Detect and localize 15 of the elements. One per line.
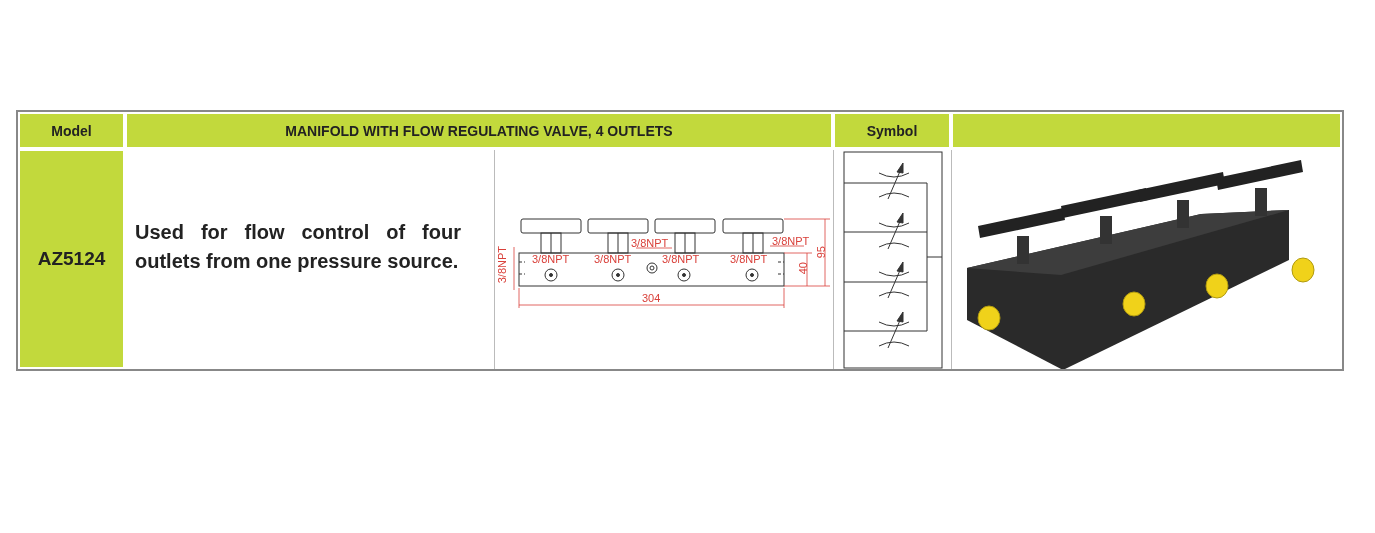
port-size-label: 3/8NPT	[594, 254, 632, 265]
column-header: MANIFOLD WITH FLOW REGULATING VALVE, 4 OUTLETS	[125, 112, 833, 149]
port-size-label: 3/8NPT	[497, 246, 508, 284]
column-header: Model	[18, 112, 125, 149]
dimension-label: 95	[816, 246, 827, 259]
port-size-label: 3/8NPT	[772, 236, 810, 247]
port-size-label: 3/8NPT	[662, 254, 700, 265]
port-size-label: 3/8NPT	[532, 254, 570, 265]
column-header: Symbol	[833, 112, 951, 149]
dimension-label: 304	[642, 293, 661, 304]
model-number: AZ5124	[18, 149, 125, 369]
port-size-label: 3/8NPT	[730, 254, 768, 265]
dimension-label: 40	[798, 262, 809, 275]
port-size-label: 3/8NPT	[631, 238, 669, 249]
description-text: Used for flow control of four outlets from one pressure source.	[135, 220, 462, 274]
